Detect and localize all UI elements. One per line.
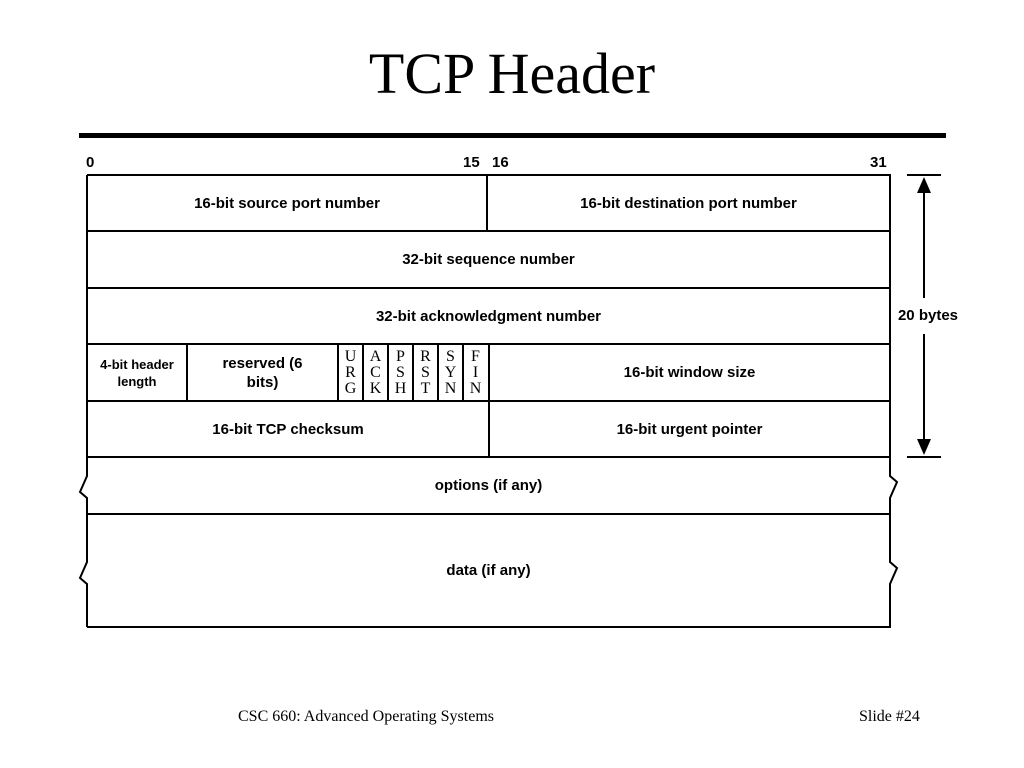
footer-course: CSC 660: Advanced Operating Systems [238,708,494,725]
data-field: data (if any) [446,562,531,579]
header-length-field: 4-bit header length [100,356,174,389]
footer-slide-number: Slide #24 [859,708,920,725]
title-divider [79,133,946,138]
bit-label-16: 16 [492,154,509,171]
checksum-field: 16-bit TCP checksum [212,420,364,438]
bit-label-31: 31 [870,154,887,171]
options-field: options (if any) [434,477,543,494]
source-port-field: 16-bit source port number [194,194,380,212]
acknowledgment-number-field: 32-bit acknowledgment number [375,307,602,325]
window-size-field: 16-bit window size [623,364,756,381]
urgent-pointer-field: 16-bit urgent pointer [616,420,763,438]
sequence-number-field: 32-bit sequence number [402,251,575,268]
bit-label-15: 15 [463,154,480,171]
destination-port-field: 16-bit destination port number [580,194,797,212]
bit-label-0: 0 [86,154,95,171]
reserved-field: reserved (6 bits) [222,354,303,391]
header-size-label: 20 bytes [897,306,959,324]
slide-title: TCP Header [368,41,656,106]
